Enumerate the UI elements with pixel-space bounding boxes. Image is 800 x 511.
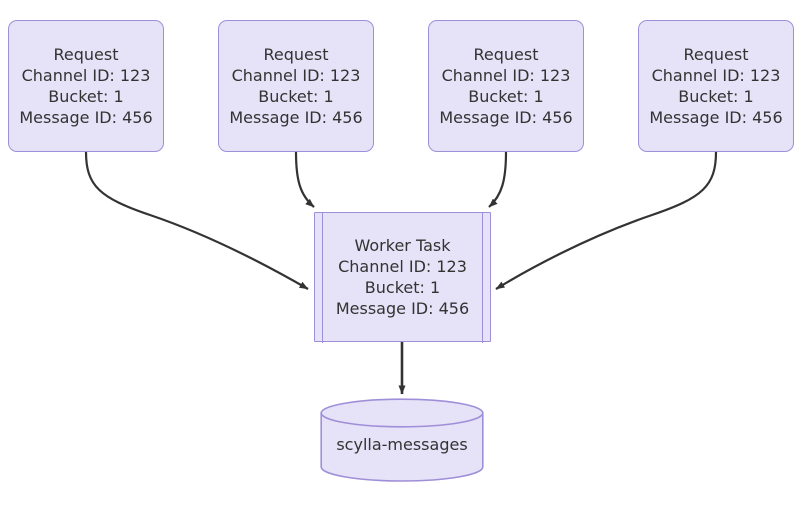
request-1-message-id: Message ID: 456: [19, 108, 153, 127]
edge-request-2-to-worker: [294, 151, 315, 208]
request-1-title: Request: [53, 45, 119, 64]
request-3-bucket: Bucket: 1: [468, 87, 544, 106]
request-3-title: Request: [473, 45, 539, 64]
worker-task-channel-id: Channel ID: 123: [338, 257, 467, 276]
worker-task-title: Worker Task: [354, 236, 451, 255]
node-worker-task[interactable]: Worker Task Channel ID: 123 Bucket: 1 Me…: [314, 211, 491, 343]
node-request-2[interactable]: Request Channel ID: 123 Bucket: 1 Messag…: [218, 20, 374, 152]
request-1-channel-id: Channel ID: 123: [21, 66, 151, 85]
worker-task-bucket: Bucket: 1: [364, 278, 441, 297]
database-cylinder-icon: [320, 398, 484, 482]
request-4-channel-id: Channel ID: 123: [651, 66, 781, 85]
request-3-message-id: Message ID: 456: [439, 108, 573, 127]
request-2-bucket: Bucket: 1: [258, 87, 334, 106]
request-4-message-id: Message ID: 456: [649, 108, 783, 127]
request-2-title: Request: [263, 45, 329, 64]
worker-task-message-id: Message ID: 456: [335, 299, 470, 318]
request-1-bucket: Bucket: 1: [48, 87, 124, 106]
request-4-bucket: Bucket: 1: [678, 87, 754, 106]
request-2-message-id: Message ID: 456: [229, 108, 363, 127]
database-label: scylla-messages: [336, 434, 468, 454]
edge-request-3-to-worker: [488, 151, 508, 208]
node-request-1[interactable]: Request Channel ID: 123 Bucket: 1 Messag…: [8, 20, 164, 152]
node-scylla-messages-database[interactable]: scylla-messages: [320, 398, 484, 482]
request-4-title: Request: [683, 45, 749, 64]
node-request-3[interactable]: Request Channel ID: 123 Bucket: 1 Messag…: [428, 20, 584, 152]
edge-request-4-to-worker: [495, 151, 718, 290]
node-request-4[interactable]: Request Channel ID: 123 Bucket: 1 Messag…: [638, 20, 794, 152]
edge-request-1-to-worker: [84, 151, 309, 290]
request-2-channel-id: Channel ID: 123: [231, 66, 361, 85]
request-3-channel-id: Channel ID: 123: [441, 66, 571, 85]
